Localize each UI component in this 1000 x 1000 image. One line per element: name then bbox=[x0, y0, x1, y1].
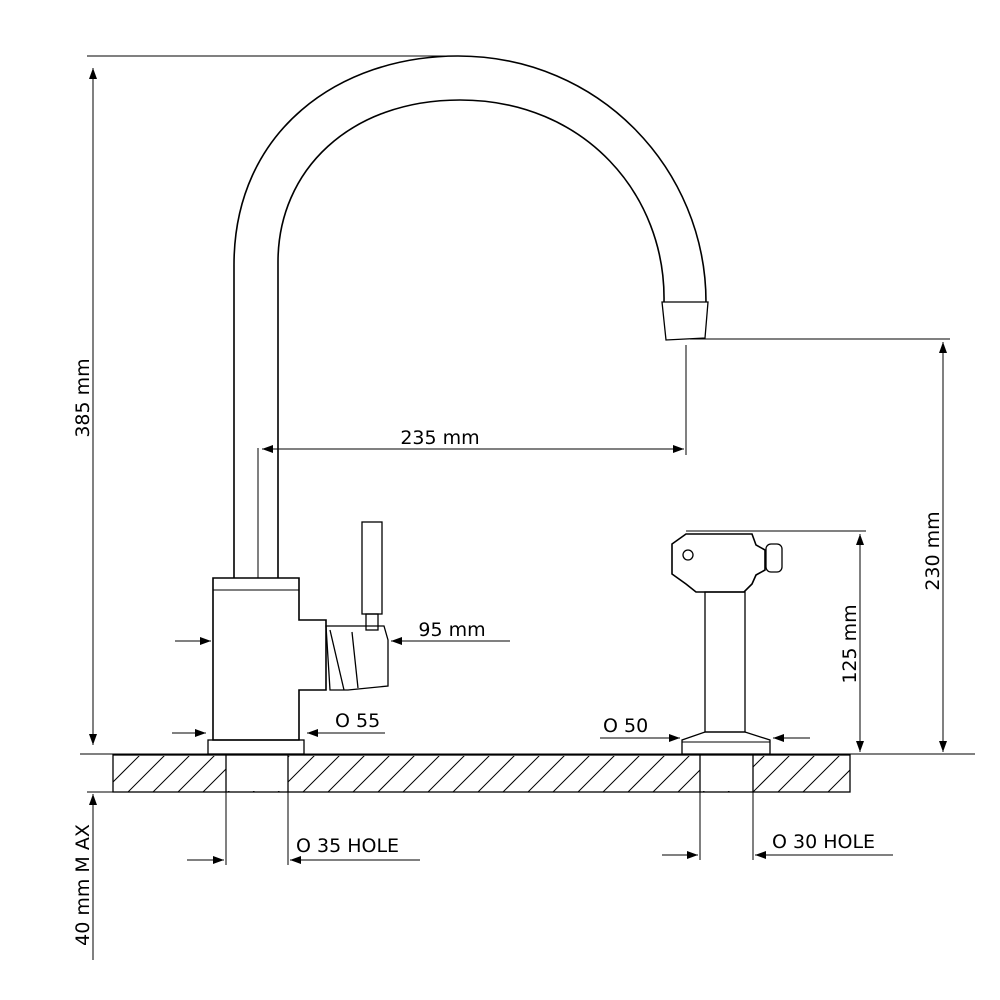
spray-stem bbox=[704, 591, 746, 733]
dim-spray-height: 125 mm bbox=[686, 530, 866, 752]
dim-base-tap: O 55 bbox=[172, 710, 385, 737]
dim-deck-thickness: 40 mm M AX bbox=[72, 791, 115, 960]
spray-hole bbox=[700, 756, 753, 791]
spray-button bbox=[765, 543, 783, 573]
dim-base-spray: O 50 bbox=[600, 715, 810, 742]
label-hole-tap: O 35 HOLE bbox=[296, 835, 399, 857]
label-base-tap: O 55 bbox=[335, 710, 380, 732]
deck-hatching bbox=[113, 756, 850, 792]
dim-handle-offset: 95 mm bbox=[175, 619, 510, 645]
label-height-total: 385 mm bbox=[72, 358, 94, 437]
countertop bbox=[80, 753, 975, 793]
dim-height-total: 385 mm bbox=[72, 55, 458, 745]
side-spray bbox=[671, 533, 783, 755]
spray-base bbox=[681, 731, 771, 755]
lever-stem bbox=[361, 521, 383, 615]
label-deck-thickness: 40 mm M AX bbox=[72, 824, 94, 946]
dim-hole-spray: O 30 HOLE bbox=[662, 792, 893, 860]
label-spout-height: 230 mm bbox=[922, 511, 944, 590]
dim-reach: 235 mm bbox=[262, 345, 687, 455]
label-reach: 235 mm bbox=[400, 427, 479, 449]
spout-inner bbox=[277, 99, 665, 578]
spray-head bbox=[671, 533, 766, 593]
label-hole-spray: O 30 HOLE bbox=[772, 831, 875, 853]
label-handle-offset: 95 mm bbox=[418, 619, 485, 641]
spout-aerator bbox=[661, 301, 709, 341]
faucet-body bbox=[212, 577, 327, 741]
dim-spout-height: 230 mm bbox=[690, 338, 950, 752]
label-base-spray: O 50 bbox=[603, 715, 648, 737]
label-spray-height: 125 mm bbox=[839, 604, 861, 683]
lever-cartridge bbox=[325, 625, 389, 691]
faucet bbox=[207, 55, 709, 755]
tap-hole bbox=[226, 756, 288, 791]
dim-hole-tap: O 35 HOLE bbox=[187, 792, 420, 865]
faucet-base bbox=[207, 739, 305, 755]
spout-outer bbox=[233, 55, 707, 578]
